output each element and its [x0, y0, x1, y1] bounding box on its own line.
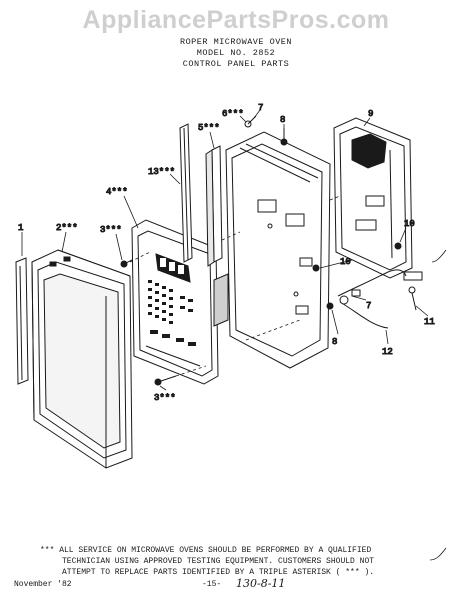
callout-1: 1	[18, 223, 23, 233]
note-line-1: *** ALL SERVICE ON MICROWAVE OVENS SHOUL…	[40, 546, 372, 555]
part-9-circuit-board	[333, 117, 413, 279]
callout-9: 9	[368, 109, 373, 119]
callout-7-upper: 7	[258, 103, 263, 113]
callout-8-lower: 8	[332, 337, 337, 347]
handwritten-note: 130-8-11	[236, 577, 286, 590]
part-13-strip	[179, 123, 193, 263]
assembly-lines	[129, 195, 341, 377]
watermark: AppliancePartsPros.com	[82, 6, 390, 34]
note-line-2: TECHNICIAN USING APPROVED TESTING EQUIPM…	[62, 557, 375, 566]
callout-13: 13***	[148, 167, 175, 177]
footer-date: November '82	[14, 580, 72, 589]
part-12-wire-harness	[337, 269, 407, 329]
callout-10-right: 10	[404, 219, 415, 229]
part-3-screw-lower	[154, 375, 177, 386]
callout-5: 5***	[198, 123, 220, 133]
part-8-screw-lower	[326, 302, 334, 310]
diagram-title: ROPER MICROWAVE OVEN	[179, 37, 293, 47]
part-10-screw-right	[394, 242, 402, 250]
control-chassis	[213, 131, 331, 369]
part-11-connector	[403, 271, 423, 311]
callout-3-lower: 3***	[154, 393, 176, 403]
callout-7-lower: 7	[366, 301, 371, 311]
callout-6: 6***	[222, 109, 244, 119]
callout-3-upper: 3***	[100, 225, 122, 235]
diagram-subtitle: CONTROL PANEL PARTS	[182, 59, 290, 69]
part-4-control-panel	[131, 219, 219, 385]
part-10-screw-left	[312, 264, 320, 272]
callout-8-upper: 8	[280, 115, 285, 125]
callout-10-left: 10	[340, 257, 351, 267]
callout-12: 12	[382, 347, 393, 357]
leader-lines	[21, 109, 429, 391]
part-2-door-frame	[31, 249, 133, 469]
page-number: -15-	[202, 580, 222, 589]
scan-mark	[429, 547, 447, 561]
callout-11: 11	[424, 317, 435, 327]
callout-4: 4***	[106, 187, 128, 197]
note-line-3: ATTEMPT TO REPLACE PARTS IDENTIFIED BY A…	[62, 568, 375, 577]
callout-2: 2***	[56, 223, 78, 233]
part-1-trim-strip	[15, 257, 29, 385]
service-warning-note: *** ALL SERVICE ON MICROWAVE OVENS SHOUL…	[40, 545, 450, 578]
part-5-bracket	[205, 145, 223, 267]
scan-mark	[431, 249, 447, 263]
model-number: MODEL NO. 2852	[196, 48, 276, 58]
